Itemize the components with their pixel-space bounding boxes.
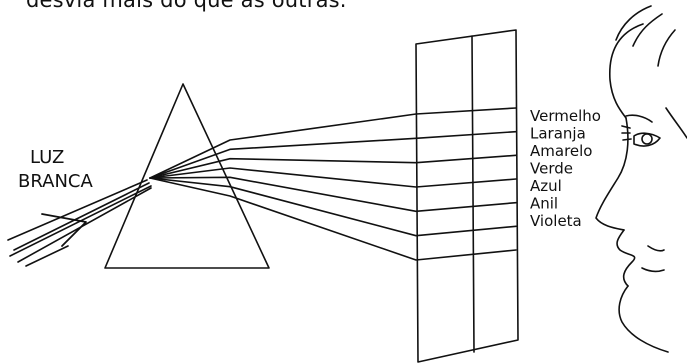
- face-profile: [596, 6, 687, 352]
- white-light-beam: [8, 180, 151, 266]
- color-label-azul: Azul: [530, 177, 562, 195]
- color-labels: VermelhoLaranjaAmareloVerdeAzulAnilViole…: [530, 107, 601, 230]
- color-label-amarelo: Amarelo: [530, 142, 592, 160]
- light-label-line2: BRANCA: [18, 171, 93, 192]
- ray-violeta: [150, 178, 516, 260]
- screen-panel: [416, 30, 518, 362]
- prism: [105, 84, 269, 268]
- color-label-vermelho: Vermelho: [530, 107, 601, 125]
- color-label-violeta: Violeta: [530, 212, 582, 230]
- color-label-laranja: Laranja: [530, 125, 586, 143]
- color-label-anil: Anil: [530, 195, 558, 213]
- ray-azul: [150, 177, 516, 211]
- color-label-verde: Verde: [530, 160, 573, 178]
- light-label-line1: LUZ: [30, 147, 64, 168]
